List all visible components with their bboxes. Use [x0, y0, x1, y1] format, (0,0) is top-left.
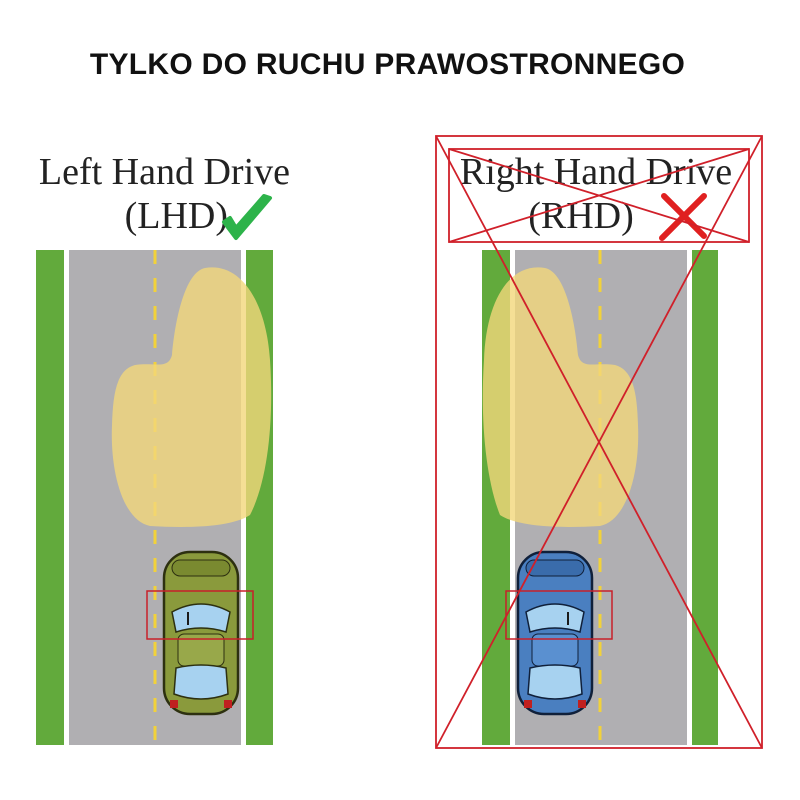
lhd-label-line2: (LHD) — [124, 195, 228, 237]
rhd-car — [505, 550, 613, 716]
lhd-road-scene — [36, 250, 273, 745]
rhd-label-diagonal-2 — [448, 148, 750, 243]
cross-icon — [659, 193, 707, 241]
rhd-label-line1: Right Hand Drive — [459, 151, 733, 193]
lhd-steering-highlight — [146, 590, 254, 640]
rhd-outer-box — [435, 135, 763, 749]
rhd-right-edge-line — [687, 250, 692, 745]
rhd-label-box — [448, 148, 750, 243]
page-title: TYLKO DO RUCHU PRAWOSTRONNEGO — [89, 48, 686, 81]
left-grass-strip — [36, 250, 64, 745]
lhd-label: Left Hand Drive (LHD) — [10, 150, 290, 238]
lhd-car — [146, 550, 254, 716]
lhd-label-line1: Left Hand Drive — [38, 151, 290, 193]
rhd-outer-diagonal-2 — [435, 135, 763, 749]
checkmark-icon — [222, 194, 272, 240]
rhd-road-scene — [482, 250, 718, 745]
rhd-crossout — [435, 135, 763, 749]
left-edge-line — [64, 250, 69, 745]
lhd-headlight-beam — [111, 267, 272, 527]
rhd-right-grass-strip — [692, 250, 718, 745]
rhd-headlight-beam — [482, 267, 639, 527]
